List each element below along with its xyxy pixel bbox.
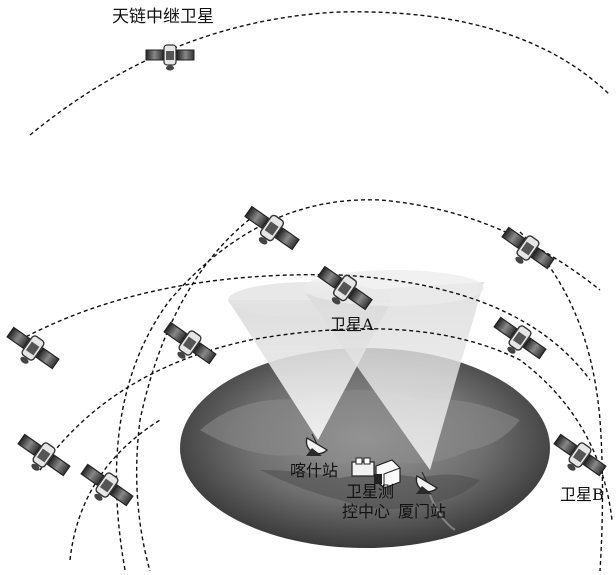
xiamen-station-label: 厦门站 <box>398 502 447 521</box>
satellite-icon <box>236 200 304 261</box>
kashgar-station-label: 喀什站 <box>290 461 339 480</box>
satellite-icon <box>156 316 221 375</box>
orbit-mid <box>39 328 613 521</box>
satellite-icon <box>0 321 64 380</box>
control-center-building-icon <box>351 457 401 489</box>
control-center-label-line1: 卫星测 <box>346 482 395 501</box>
orbit-inner <box>19 273 591 381</box>
orbit-outer-left <box>115 199 601 571</box>
satellite-a-label: 卫星A <box>330 315 374 334</box>
orbit-outer-b <box>519 231 604 572</box>
satellite-icon <box>486 311 551 370</box>
orbit-outer-a <box>135 214 256 572</box>
relay-orbit <box>29 11 611 136</box>
relay-satellite-icon <box>145 44 195 72</box>
orbit-lines <box>19 11 613 572</box>
satellite-b-icon <box>546 428 611 487</box>
satellite-b-label: 卫星B <box>560 485 604 504</box>
satellite-icon <box>10 428 75 487</box>
relay-satellite-label: 天链中继卫星 <box>112 7 214 27</box>
control-center-label-line2: 控中心 <box>342 502 391 521</box>
sea-region <box>260 470 480 509</box>
